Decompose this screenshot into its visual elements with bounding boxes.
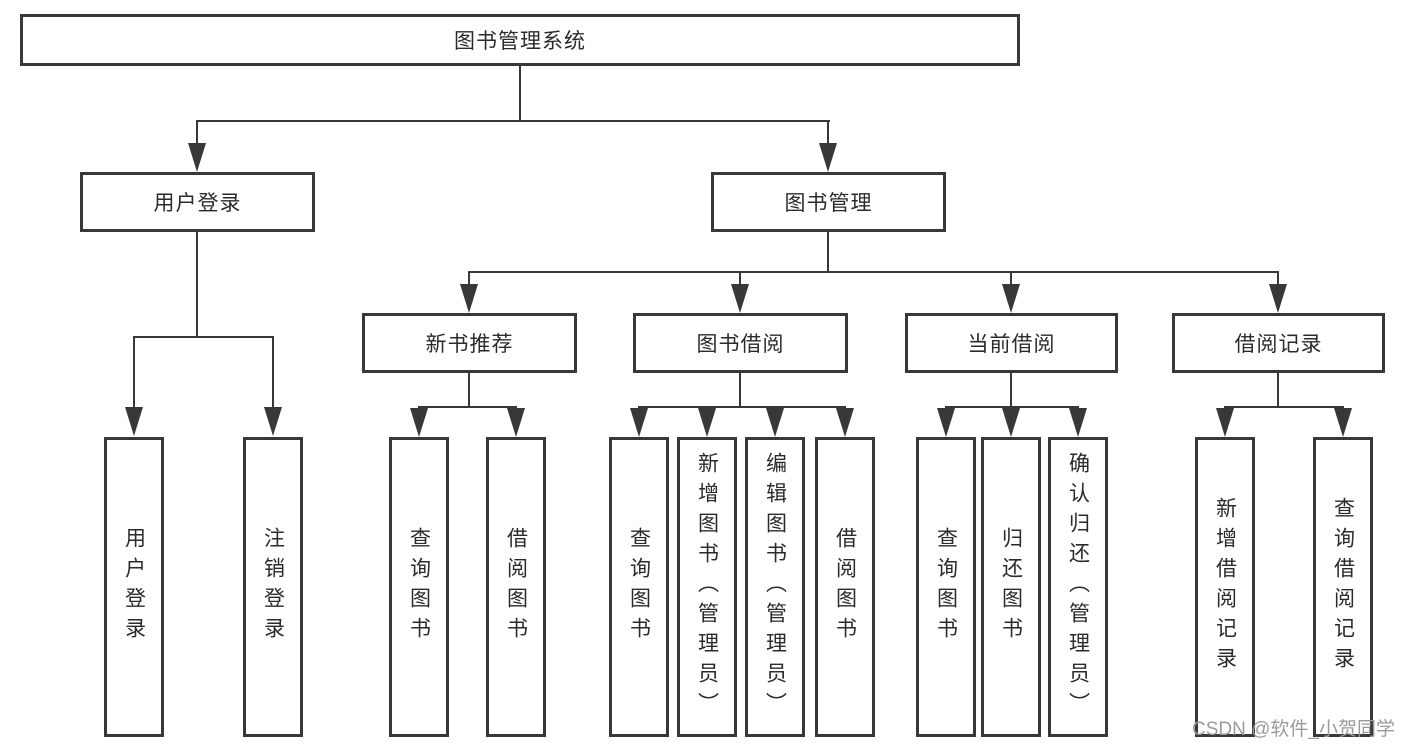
leaf-query-books-label: 查询图书 — [934, 527, 958, 647]
node-borrow-records: 借阅记录 — [1172, 313, 1385, 373]
arrow-down-icon — [507, 408, 525, 437]
connector-line — [739, 271, 741, 284]
arrow-down-icon — [836, 408, 854, 437]
connector-line — [468, 271, 470, 284]
node-book-borrow: 图书借阅 — [633, 313, 848, 373]
node-root: 图书管理系统 — [20, 14, 1020, 66]
connector-line — [945, 406, 1079, 408]
leaf-logout-label: 注销登录 — [261, 527, 285, 647]
arrow-down-icon — [1069, 408, 1087, 437]
connector-line — [133, 336, 274, 338]
node-new-book-recommend-label: 新书推荐 — [425, 333, 514, 356]
arrow-down-icon — [1216, 408, 1234, 437]
node-user-login: 用户登录 — [80, 172, 315, 232]
leaf-borrow-books-label: 借阅图书 — [833, 527, 857, 647]
leaf-add-book-admin: 新增图书（管理员） — [677, 437, 737, 737]
arrow-down-icon — [125, 407, 143, 436]
arrow-down-icon — [1002, 408, 1020, 437]
leaf-edit-book-admin-label: 编辑图书（管理员） — [763, 452, 787, 722]
arrow-down-icon — [1269, 284, 1287, 313]
arrow-down-icon — [1002, 284, 1020, 313]
leaf-borrow-books: 借阅图书 — [486, 437, 546, 737]
arrow-down-icon — [460, 284, 478, 313]
leaf-add-book-admin-label: 新增图书（管理员） — [695, 452, 719, 722]
leaf-borrow-books-label: 借阅图书 — [504, 527, 528, 647]
connector-line — [827, 232, 829, 271]
connector-line — [1224, 406, 1344, 408]
leaf-query-borrow-record: 查询借阅记录 — [1313, 437, 1373, 737]
arrow-down-icon — [1334, 408, 1352, 437]
node-book-management-label: 图书管理 — [784, 192, 873, 215]
leaf-query-books: 查询图书 — [389, 437, 449, 737]
leaf-query-borrow-record-label: 查询借阅记录 — [1331, 497, 1355, 677]
leaf-confirm-return-admin: 确认归还（管理员） — [1048, 437, 1108, 737]
arrow-down-icon — [731, 284, 749, 313]
node-current-borrow: 当前借阅 — [905, 313, 1118, 373]
connector-line — [468, 271, 1279, 273]
connector-line — [739, 373, 741, 406]
connector-line — [519, 66, 521, 120]
connector-line — [468, 373, 470, 406]
leaf-edit-book-admin: 编辑图书（管理员） — [745, 437, 805, 737]
node-book-borrow-label: 图书借阅 — [696, 333, 785, 356]
leaf-borrow-books: 借阅图书 — [815, 437, 875, 737]
leaf-query-books: 查询图书 — [916, 437, 976, 737]
leaf-query-books-label: 查询图书 — [627, 527, 651, 647]
leaf-logout: 注销登录 — [243, 437, 303, 737]
arrow-down-icon — [410, 408, 428, 437]
arrow-down-icon — [766, 408, 784, 437]
node-new-book-recommend: 新书推荐 — [362, 313, 577, 373]
connector-line — [196, 120, 830, 122]
node-borrow-records-label: 借阅记录 — [1234, 333, 1323, 356]
connector-line — [1010, 373, 1012, 406]
connector-line — [827, 120, 829, 143]
leaf-return-book: 归还图书 — [981, 437, 1041, 737]
arrow-down-icon — [188, 143, 206, 172]
connector-line — [418, 406, 517, 408]
connector-line — [196, 120, 198, 143]
connector-line — [196, 232, 198, 336]
arrow-down-icon — [698, 408, 716, 437]
arrow-down-icon — [630, 408, 648, 437]
leaf-query-books-label: 查询图书 — [407, 527, 431, 647]
leaf-confirm-return-admin-label: 确认归还（管理员） — [1066, 452, 1090, 722]
leaf-return-book-label: 归还图书 — [999, 527, 1023, 647]
leaf-add-borrow-record: 新增借阅记录 — [1195, 437, 1255, 737]
arrow-down-icon — [937, 408, 955, 437]
node-root-label: 图书管理系统 — [454, 30, 586, 53]
leaf-query-books: 查询图书 — [609, 437, 669, 737]
csdn-watermark: CSDN @软件_小贺同学 — [1192, 719, 1395, 740]
connector-line — [133, 336, 135, 407]
connector-line — [1277, 373, 1279, 406]
leaf-user-login-label: 用户登录 — [122, 527, 146, 647]
leaf-user-login: 用户登录 — [104, 437, 164, 737]
arrow-down-icon — [264, 407, 282, 436]
connector-line — [272, 336, 274, 407]
connector-line — [1277, 271, 1279, 284]
connector-line — [1010, 271, 1012, 284]
node-user-login-label: 用户登录 — [153, 192, 242, 215]
arrow-down-icon — [819, 143, 837, 172]
connector-line — [638, 406, 846, 408]
node-current-borrow-label: 当前借阅 — [967, 333, 1056, 356]
node-book-management: 图书管理 — [711, 172, 946, 232]
leaf-add-borrow-record-label: 新增借阅记录 — [1213, 497, 1237, 677]
